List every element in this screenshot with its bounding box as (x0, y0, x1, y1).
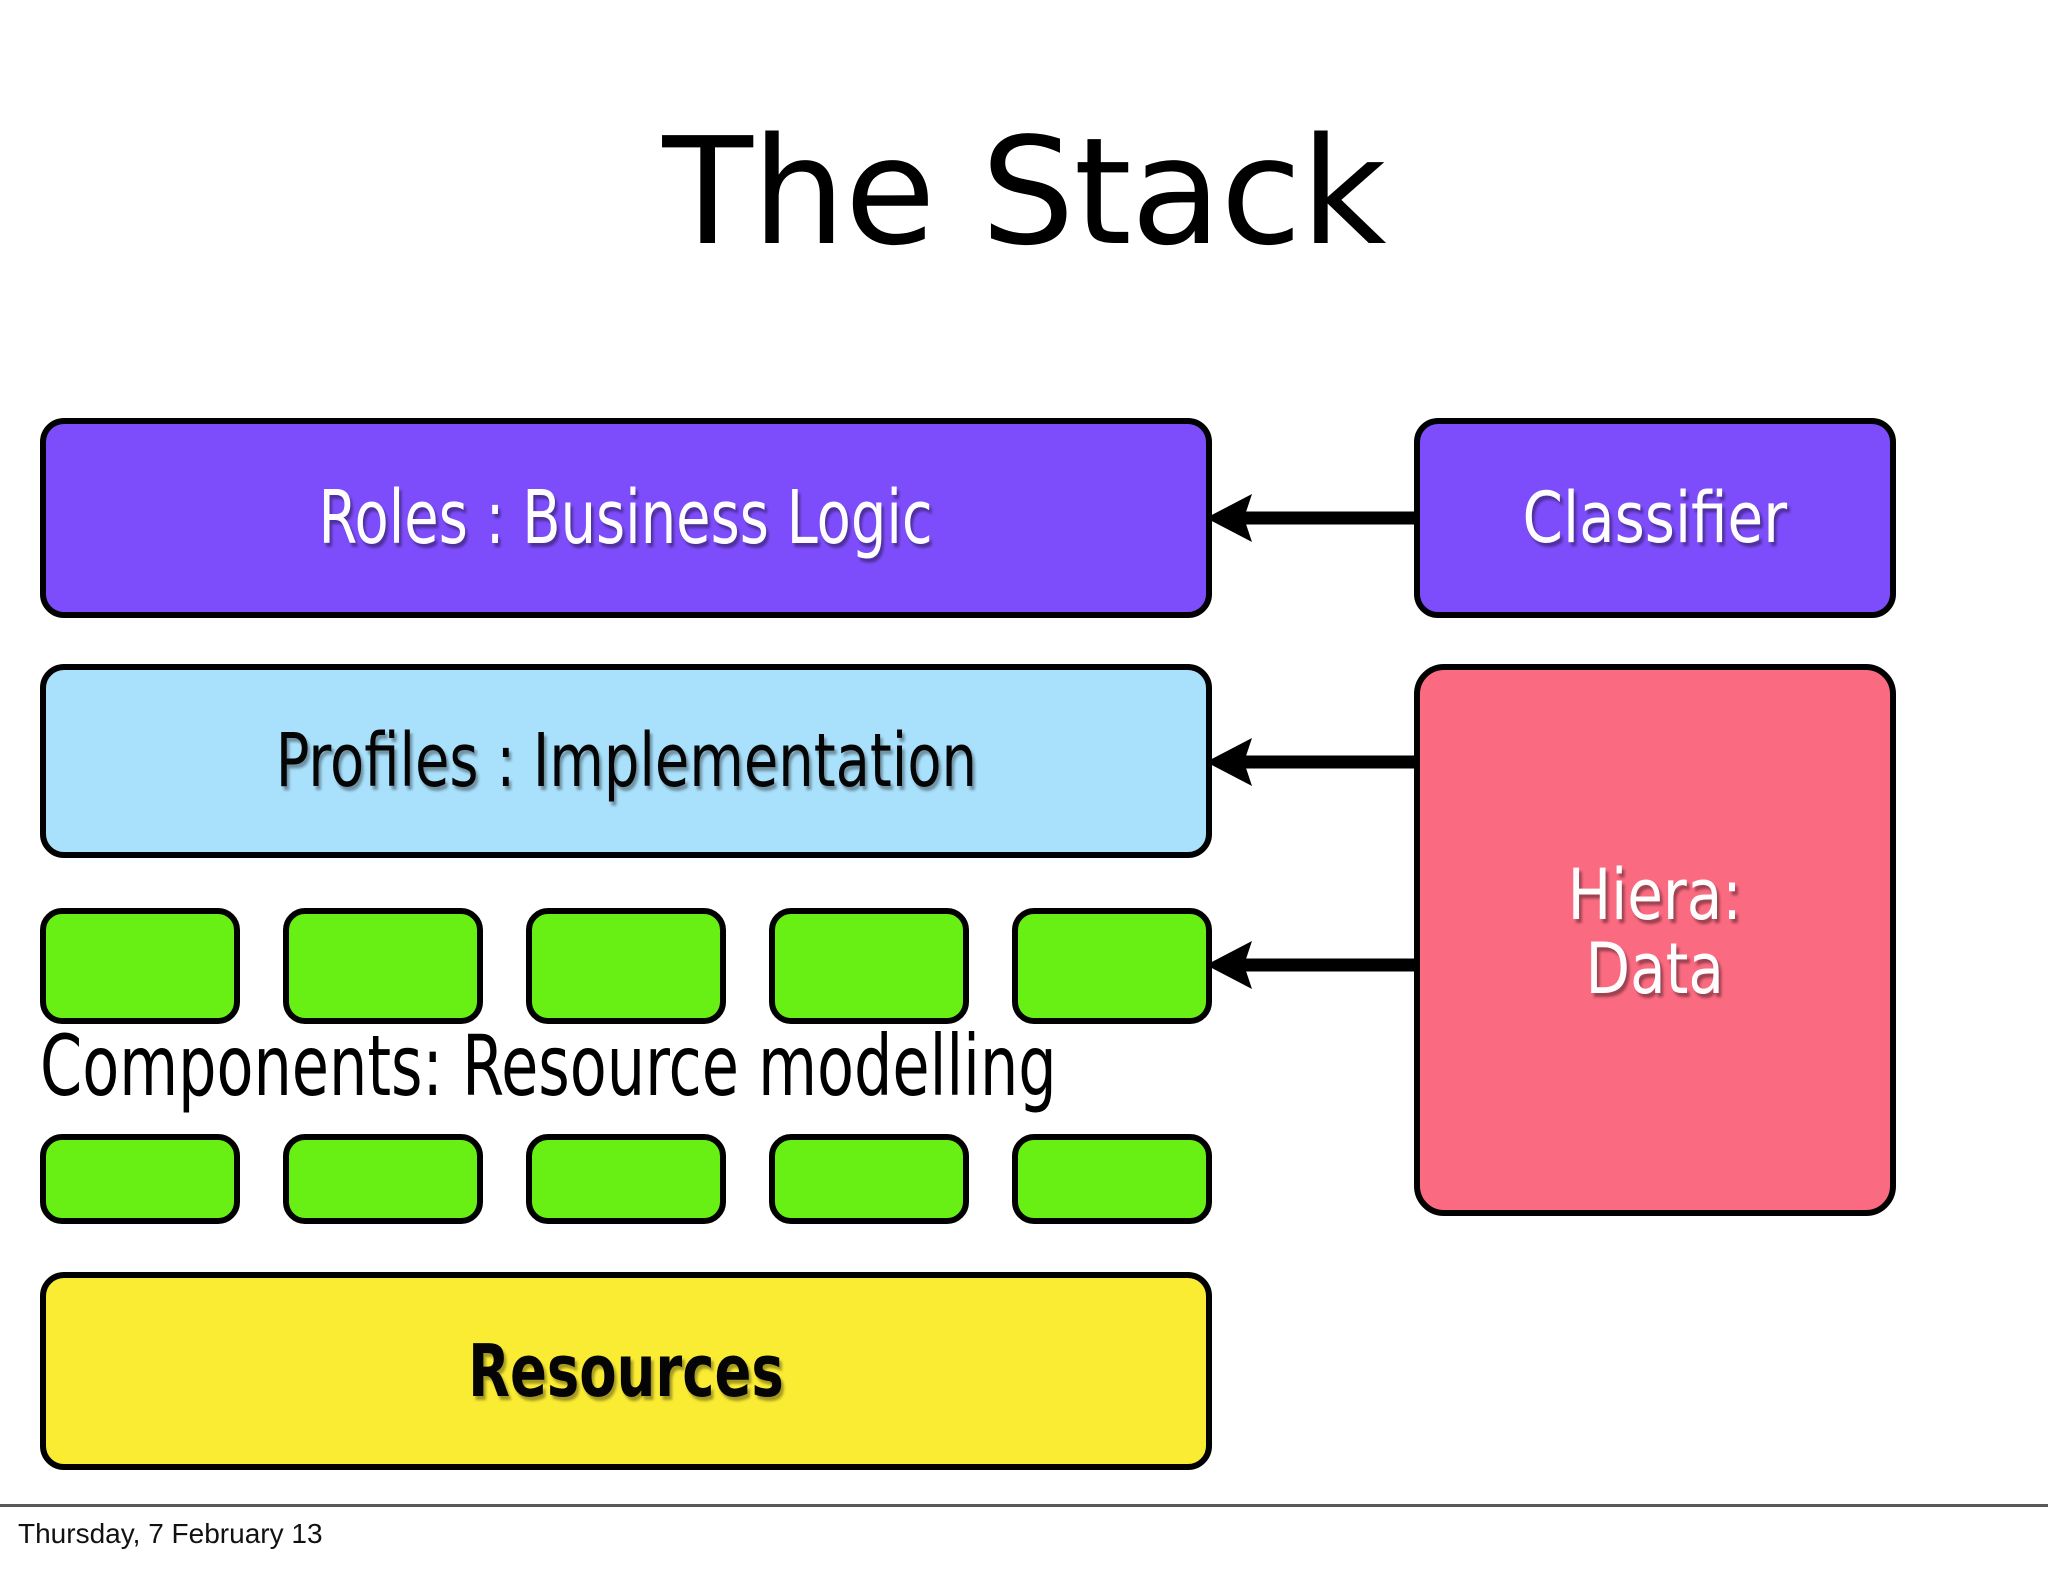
arrow-hiera-to-profiles (1206, 738, 1418, 786)
component-chip (1012, 908, 1212, 1024)
side-box-hiera: Hiera: Data (1414, 664, 1896, 1216)
component-chip-row-top (40, 908, 1212, 1024)
layer-label-components: Components: Resource modelling (40, 1017, 1057, 1115)
arrow-classifier-to-roles (1206, 494, 1418, 542)
layer-label-profiles: Profiles : Implementation (275, 717, 977, 804)
layer-box-resources: Resources (40, 1272, 1212, 1470)
footer-date: Thursday, 7 February 13 (18, 1518, 323, 1549)
component-chip (40, 1134, 240, 1224)
component-chip (526, 1134, 726, 1224)
component-chip-row-bottom (40, 1134, 1212, 1224)
side-box-classifier: Classifier (1414, 418, 1896, 618)
component-chip (1012, 1134, 1212, 1224)
layer-box-roles: Roles : Business Logic (40, 418, 1212, 618)
component-chip (769, 1134, 969, 1224)
layer-label-roles: Roles : Business Logic (318, 474, 934, 561)
side-box-label-hiera: Hiera: Data (1567, 853, 1743, 1010)
component-chip (283, 908, 483, 1024)
arrow-hiera-to-components (1206, 941, 1418, 989)
layer-label-resources: Resources (468, 1328, 784, 1413)
footer-divider (0, 1504, 2048, 1507)
page-title: The Stack (662, 106, 1386, 278)
side-box-label-classifier: Classifier (1522, 476, 1788, 559)
component-chip (40, 908, 240, 1024)
component-chip (283, 1134, 483, 1224)
layer-box-profiles: Profiles : Implementation (40, 664, 1212, 858)
component-chip (769, 908, 969, 1024)
component-chip (526, 908, 726, 1024)
